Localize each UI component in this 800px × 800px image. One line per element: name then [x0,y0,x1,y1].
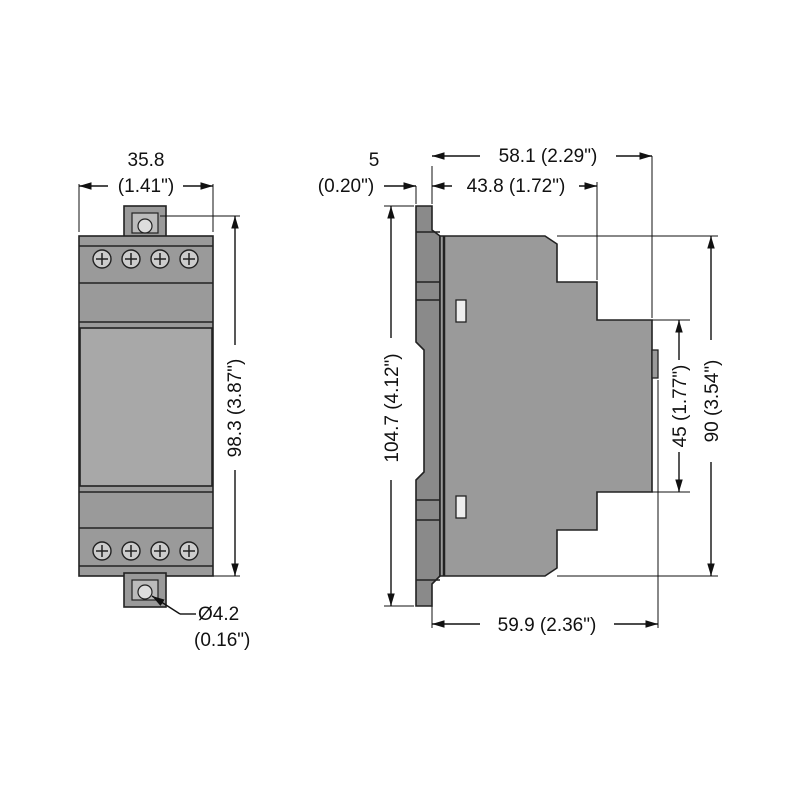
side-offset-in-label: (0.20") [318,176,374,197]
side-offset-mm-label: 5 [369,150,380,171]
front-width-in-label: (1.41") [118,176,174,197]
side-depth-total-label: 58.1 (2.29") [499,146,598,167]
terminal-screw-icon [92,249,112,269]
front-window [79,327,213,487]
dim-side-height-front: 45 (1.77") [652,319,691,493]
terminal-screw-icon [92,541,112,561]
terminal-screw-icon [179,249,199,269]
side-latch-top [455,299,467,323]
dim-side-depth-base: 59.9 (2.36") [431,380,659,636]
hole-in-label: (0.16") [194,630,250,651]
dim-side-depth-step: 43.8 (1.72") [432,176,598,280]
side-depth-base-label: 59.9 (2.36") [498,615,597,636]
terminal-screw-icon [179,541,199,561]
front-knob [651,349,659,379]
dim-hole: Ø4.2 (0.16") [151,595,250,651]
side-din-clip [415,205,441,607]
bottom-din-clip [123,572,167,608]
terminal-screw-icon [150,541,170,561]
side-housing [439,235,653,577]
front-height-label: 98.3 (3.87") [225,359,246,458]
terminal-row-top [92,249,199,269]
front-view: 35.8 (1.41") 98.3 (3.87") Ø4.2 (0.16") [78,150,250,651]
side-view: 5 (0.20") 58.1 (2.29") 43.8 (1.72") 59.9… [318,146,723,636]
side-depth-step-label: 43.8 (1.72") [467,176,566,197]
dim-front-width: 35.8 (1.41") [78,150,214,232]
dim-side-height-total: 104.7 (4.12") [382,205,414,607]
terminal-screw-icon [121,541,141,561]
top-din-clip [123,205,167,241]
terminal-row-bottom [92,541,199,561]
dim-front-height: 98.3 (3.87") [160,215,246,577]
front-width-mm-label: 35.8 [128,150,165,171]
hole-mm-label: Ø4.2 [198,604,239,625]
dim-side-height-body: 90 (3.54") [557,235,723,577]
dim-side-depth-total: 58.1 (2.29") [432,146,653,318]
terminal-screw-icon [121,249,141,269]
side-height-body-label: 90 (3.54") [702,360,723,443]
side-latch-bottom [455,495,467,519]
side-height-total-label: 104.7 (4.12") [382,353,403,462]
dim-side-offset: 5 (0.20") [318,150,433,204]
terminal-screw-icon [150,249,170,269]
side-height-front-label: 45 (1.77") [670,365,691,448]
